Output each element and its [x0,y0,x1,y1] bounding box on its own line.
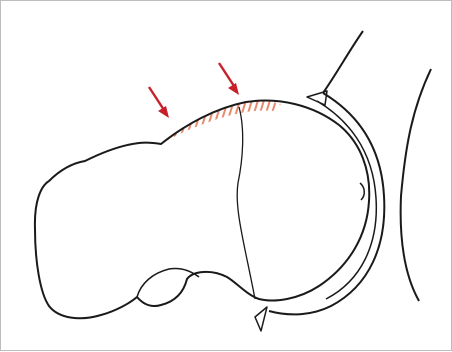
growth-plate-line [237,107,255,299]
arrow-right [219,63,239,95]
arrow-left [149,87,169,118]
ilium-outline [323,31,363,93]
femur-outline [35,101,369,319]
hatch-stroke [279,97,295,149]
trochanter-fold-line [137,268,199,297]
head-contour-detail [360,183,364,200]
hatch-stroke [207,97,223,149]
hatch-stroke [213,97,229,149]
hatch-stroke [135,97,151,149]
pelvic-wall-curve [401,69,431,301]
hatch-stroke [171,97,187,149]
hatch-stroke [165,97,181,149]
acetabulum-inner-rim [317,101,376,299]
hatch-stroke [141,97,157,149]
lower-labrum [255,307,267,331]
